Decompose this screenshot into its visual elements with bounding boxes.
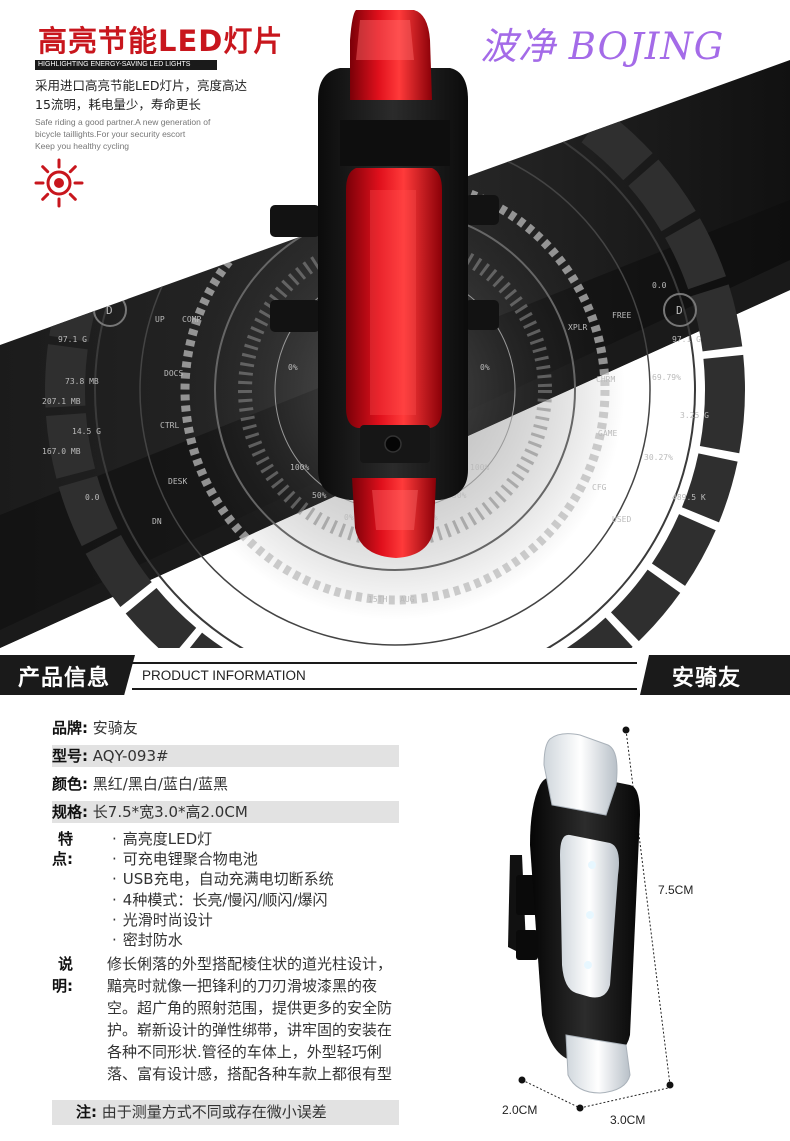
note-row: 注: 由于测量方式不同或存在微小误差 (52, 1100, 399, 1125)
dial-labels: UP COMP DOCS CTRL DESK DN FREE XPLR CHRM… (42, 281, 709, 604)
dial-tick: 50% (452, 491, 467, 500)
spec-value: 长7.5*宽3.0*高2.0CM (92, 803, 248, 821)
dial-d-mark: D (106, 304, 113, 317)
header-left-block (0, 655, 135, 695)
hero-artwork: UP COMP DOCS CTRL DESK DN FREE XPLR CHRM… (0, 10, 790, 648)
dial-tick: 100% (470, 463, 489, 472)
hero-subtitle-strip: HIGHLIGHTING ENERGY-SAVING LED LIGHTS (35, 60, 217, 70)
dial-right-label: CHRM (596, 375, 615, 384)
features-label: 特点: (52, 830, 73, 869)
dial-left-stat: 0.0 (85, 493, 100, 502)
product-illustration: 7.5CM 2.0CM 3.0CM (480, 715, 790, 1141)
power-button-icon (384, 435, 402, 453)
hero-desc-line: 采用进口高亮节能LED灯片，亮度高达 (35, 78, 247, 93)
dim-height-label: 2.0CM (502, 1103, 538, 1117)
hero-en-line: Keep you healthy cycling (35, 141, 130, 151)
spec-value: 安骑友 (92, 719, 138, 737)
dial-right-label: CFG (592, 483, 607, 492)
red-taillight-image (270, 10, 499, 558)
dial-left-stat: 207.1 MB (42, 397, 81, 406)
dial-right-label: XPLR (568, 323, 587, 332)
header-mid-band: PRODUCT INFORMATION (132, 662, 637, 690)
dial-d-mark: D (676, 304, 683, 317)
dial-tick: 0% (344, 513, 354, 522)
spec-row-color: 颜色: 黑红/黑白/蓝白/蓝黑 (52, 773, 228, 795)
note-value: 由于测量方式不同或存在微小误差 (101, 1103, 327, 1121)
description-label: 说明: (52, 955, 73, 995)
hero-en-line: Safe riding a good partner.A new generat… (35, 117, 211, 127)
dial-date: AUG (400, 595, 415, 604)
dial-left-label: UP (155, 315, 165, 324)
hero-title: 高亮节能LED灯片 (38, 24, 284, 58)
dial-right-label: USED (612, 515, 631, 524)
dial-tick: 50% (312, 491, 327, 500)
dial-tick: 0% (288, 363, 298, 372)
dial-left-label: CTRL (160, 421, 179, 430)
feature-item: 4种模式：长亮/慢闪/顺闪/爆闪 (112, 890, 334, 910)
dial-left-stat: 14.5 G (72, 427, 101, 436)
features-list: 高亮度LED灯 可充电锂聚合物电池 USB充电，自动充满电切断系统 4种模式：长… (112, 829, 334, 950)
dial-right-stat: 3.25 G (680, 411, 709, 420)
dial-left-stat: 97.1 G (58, 335, 87, 344)
note-label: 注: (76, 1103, 97, 1121)
hero-desc-line: 15流明，耗电量少，寿命更长 (35, 97, 201, 112)
spec-row-brand: 品牌: 安骑友 (52, 717, 138, 739)
dial-left-stat: 167.0 MB (42, 447, 81, 456)
dial-right-stat: 0.0 (652, 281, 667, 290)
dial-right-stat: 30.27% (644, 453, 673, 462)
dial-tick: 0% (480, 363, 490, 372)
dim-length-label: 7.5CM (658, 883, 694, 897)
hero-english-text: Safe riding a good partner.A new generat… (35, 116, 235, 152)
dial-right-stat: 489.5 K (672, 493, 706, 502)
dial-right-label: GAME (598, 429, 617, 438)
dial-left-label: DOCS (164, 369, 183, 378)
dial-tick: 100% (290, 463, 309, 472)
description-text: 修长俐落的外型搭配棱住状的道光柱设计，黯亮时就像一把锋利的刀刃滑坡漆黑的夜空。超… (107, 955, 393, 1083)
dial-left-label: DN (152, 517, 162, 526)
spec-label: 型号: (52, 747, 88, 765)
header-right-block (640, 655, 790, 695)
sun-icon (34, 158, 84, 208)
spec-value: AQY-093# (92, 747, 169, 765)
feature-item: 光滑时尚设计 (112, 910, 334, 930)
hero-description: 采用进口高亮节能LED灯片，亮度高达 15流明，耗电量少，寿命更长 (35, 76, 247, 114)
dial-left-label: COMP (182, 315, 201, 324)
spec-row-model: 型号: AQY-093# (52, 745, 399, 767)
dial-right-label: FREE (612, 311, 631, 320)
spec-label: 颜色: (52, 775, 88, 793)
feature-item: 高亮度LED灯 (112, 829, 334, 849)
dim-width-label: 3.0CM (610, 1113, 646, 1127)
dial-knob-right (663, 293, 697, 327)
brand-logo: 波净 BOJING (480, 25, 725, 68)
spec-row-size: 规格: 长7.5*宽3.0*高2.0CM (52, 801, 399, 823)
feature-item: USB充电，自动充满电切断系统 (112, 869, 334, 889)
spec-value: 黑红/黑白/蓝白/蓝黑 (92, 775, 228, 793)
spec-label: 规格: (52, 803, 88, 821)
spec-label: 品牌: (52, 719, 88, 737)
white-taillight-image (508, 726, 674, 1112)
header-brand: 安骑友 (672, 666, 742, 691)
dial-date: 15TH (368, 595, 387, 604)
feature-item: 可充电锂聚合物电池 (112, 849, 334, 869)
dial-right-stat: 69.79% (652, 373, 681, 382)
header-cn-title: 产品信息 (18, 666, 111, 691)
header-en-title: PRODUCT INFORMATION (142, 668, 306, 683)
hero-banner: UP COMP DOCS CTRL DESK DN FREE XPLR CHRM… (0, 10, 790, 648)
feature-item: 密封防水 (112, 930, 334, 950)
dial-left-stat: 73.8 MB (65, 377, 99, 386)
dial-right-stat: 97.1 G (672, 335, 701, 344)
dial-left-label: DESK (168, 477, 187, 486)
hero-en-line: bicycle taillights.For your security esc… (35, 129, 186, 139)
product-info-header: 产品信息 PRODUCT INFORMATION 安骑友 (0, 655, 790, 695)
